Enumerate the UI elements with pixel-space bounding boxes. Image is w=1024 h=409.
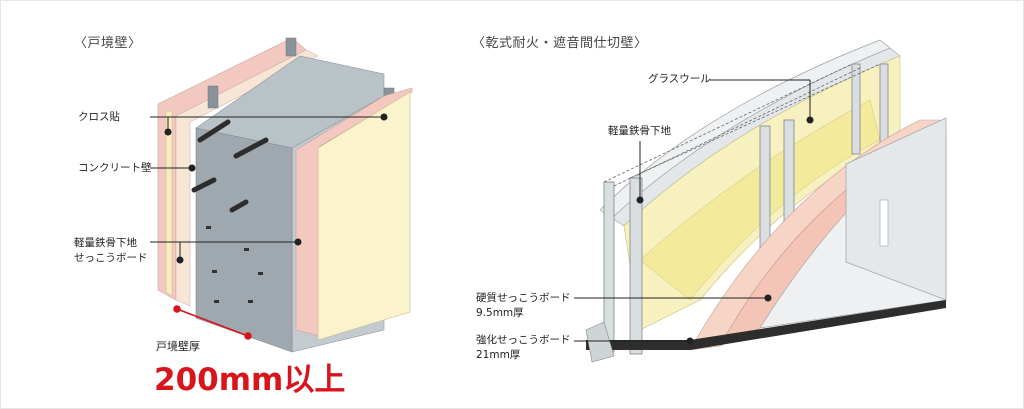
label-concrete: コンクリート壁 — [78, 162, 152, 174]
label-board-left: せっこうボード — [74, 252, 148, 264]
left-title: 〈戸境壁〉 — [74, 36, 142, 51]
right-title: 〈乾式耐火・遮音間仕切壁〉 — [472, 36, 648, 51]
label-frame-right: 軽量鉄骨下地 — [608, 125, 671, 137]
thickness-label: 戸境壁厚 — [156, 340, 200, 353]
label-hard-board: 硬質せっこうボード — [476, 292, 571, 304]
label-frame-left: 軽量鉄骨下地 — [74, 237, 137, 249]
thickness-value: 200mm以上 — [154, 362, 346, 398]
label-cloth: クロス貼 — [78, 111, 120, 123]
label-hard-board-thickness: 9.5mm厚 — [476, 307, 524, 319]
label-glasswool: グラスウール — [648, 73, 711, 85]
label-strong-board: 強化せっこうボード — [476, 334, 571, 346]
label-strong-board-thickness: 21mm厚 — [476, 349, 521, 361]
